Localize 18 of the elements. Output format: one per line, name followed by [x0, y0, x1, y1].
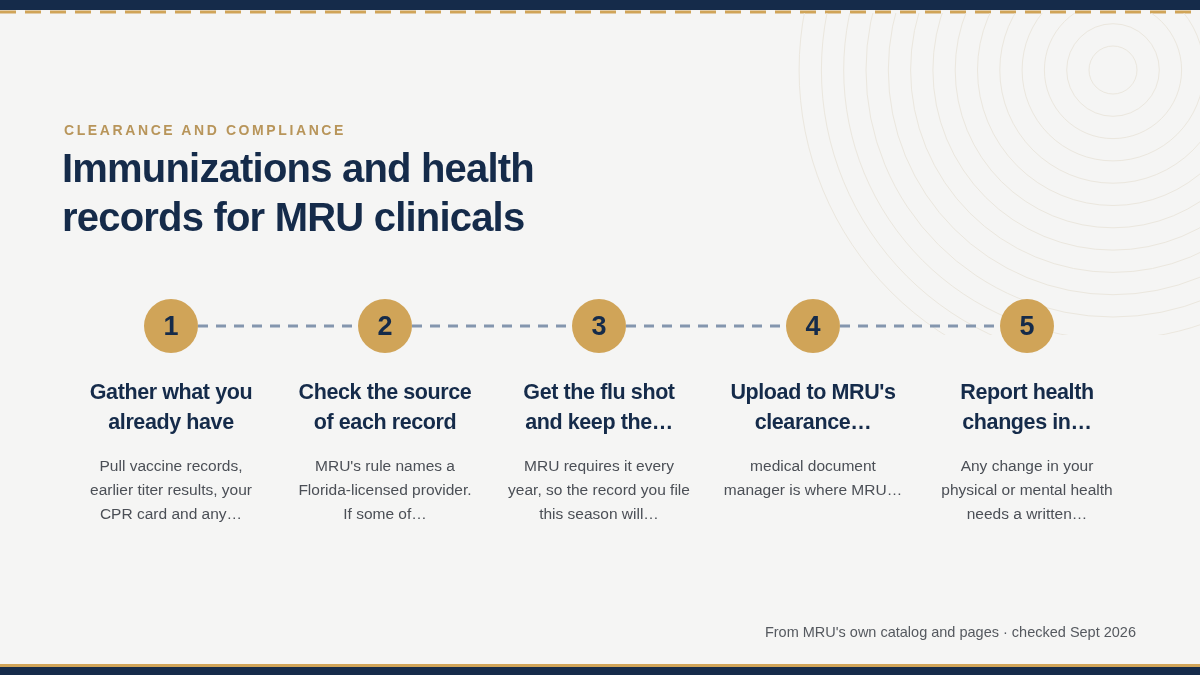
step-heading: Upload to MRU's clearance… [729, 379, 897, 436]
step-number-circle: 1 [144, 299, 198, 353]
step-number-circle: 3 [572, 299, 626, 353]
step-heading: Report health changes in… [959, 379, 1095, 436]
step-description: MRU's rule names a Florida-licensed provider. If some of… [297, 456, 473, 524]
step-heading: Get the flu shot and keep the… [522, 379, 676, 436]
step-description: Pull vaccine records, earlier titer results, your CPR card and any… [89, 456, 253, 524]
step-number-circle: 2 [358, 299, 412, 353]
source-note: From MRU's own catalog and pages · checked Sept 2026 [764, 624, 1136, 640]
step-description: Any change in your physical or mental health needs a written… [940, 456, 1114, 524]
page-title: Immunizations and health records for MRU clinicals [62, 145, 535, 241]
step-heading: Gather what you already have [88, 379, 254, 436]
section-kicker: CLEARANCE AND COMPLIANCE [64, 122, 346, 138]
step-description: MRU requires it every year, so the record you file this season will… [508, 456, 690, 524]
step-number-circle: 4 [786, 299, 840, 353]
step-number-circle: 5 [1000, 299, 1054, 353]
step-description: medical document manager is where MRU… [722, 456, 904, 500]
step-heading: Check the source of each record [297, 379, 473, 436]
